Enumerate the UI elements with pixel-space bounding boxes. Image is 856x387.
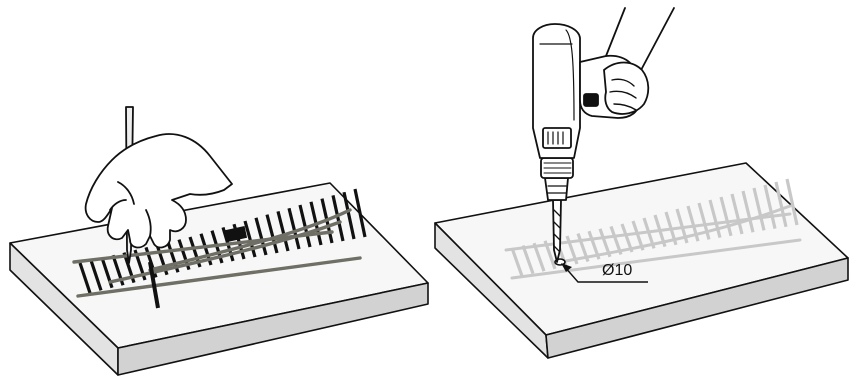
hole-diameter-label: Ø10: [602, 262, 632, 279]
baseboard-left: [10, 183, 428, 375]
drill-bit: [553, 200, 561, 262]
drill-chuck: [545, 178, 568, 200]
panel-marking: [10, 107, 428, 375]
panel-drilling: Ø10: [435, 8, 848, 358]
drill-trigger: [584, 94, 598, 106]
